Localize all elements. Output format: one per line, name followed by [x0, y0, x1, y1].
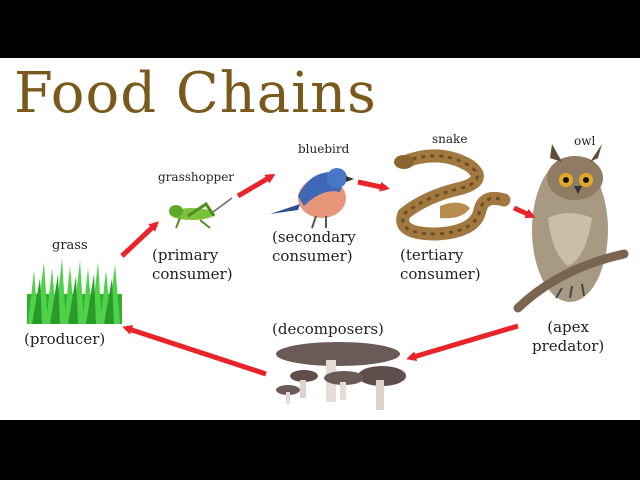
- grasshopper-icon: [169, 197, 233, 229]
- grass-icon: [27, 258, 122, 324]
- diagram-canvas: Food Chains: [0, 58, 640, 420]
- arrow-decomposers-to-grass: [122, 325, 267, 377]
- arrow-bluebird-to-snake: [357, 179, 390, 192]
- bluebird-name: bluebird: [298, 142, 350, 156]
- bluebird-icon: [270, 168, 354, 229]
- grasshopper-role: (primary consumer): [152, 246, 233, 283]
- food-chain-graphics: [27, 144, 629, 410]
- owl-role: (apex predator): [532, 318, 605, 355]
- snake-name: snake: [432, 132, 468, 146]
- snake-role: (tertiary consumer): [400, 246, 481, 283]
- arrow-grass-to-grasshopper: [120, 221, 159, 258]
- arrow-snake-to-owl: [512, 205, 536, 219]
- owl-icon: [513, 144, 629, 313]
- mushroom-icon: [276, 342, 406, 410]
- arrow-grasshopper-to-bluebird: [236, 173, 276, 199]
- page-title: Food Chains: [14, 61, 377, 126]
- decomposers-role: (decomposers): [272, 320, 384, 338]
- bluebird-role: (secondary consumer): [272, 228, 356, 265]
- grasshopper-name: grasshopper: [158, 170, 235, 184]
- snake-icon: [394, 149, 511, 241]
- grass-role: (producer): [24, 330, 106, 348]
- arrow-owl-to-decomposers: [406, 323, 519, 362]
- grass-name: grass: [52, 238, 88, 253]
- owl-name: owl: [574, 134, 596, 148]
